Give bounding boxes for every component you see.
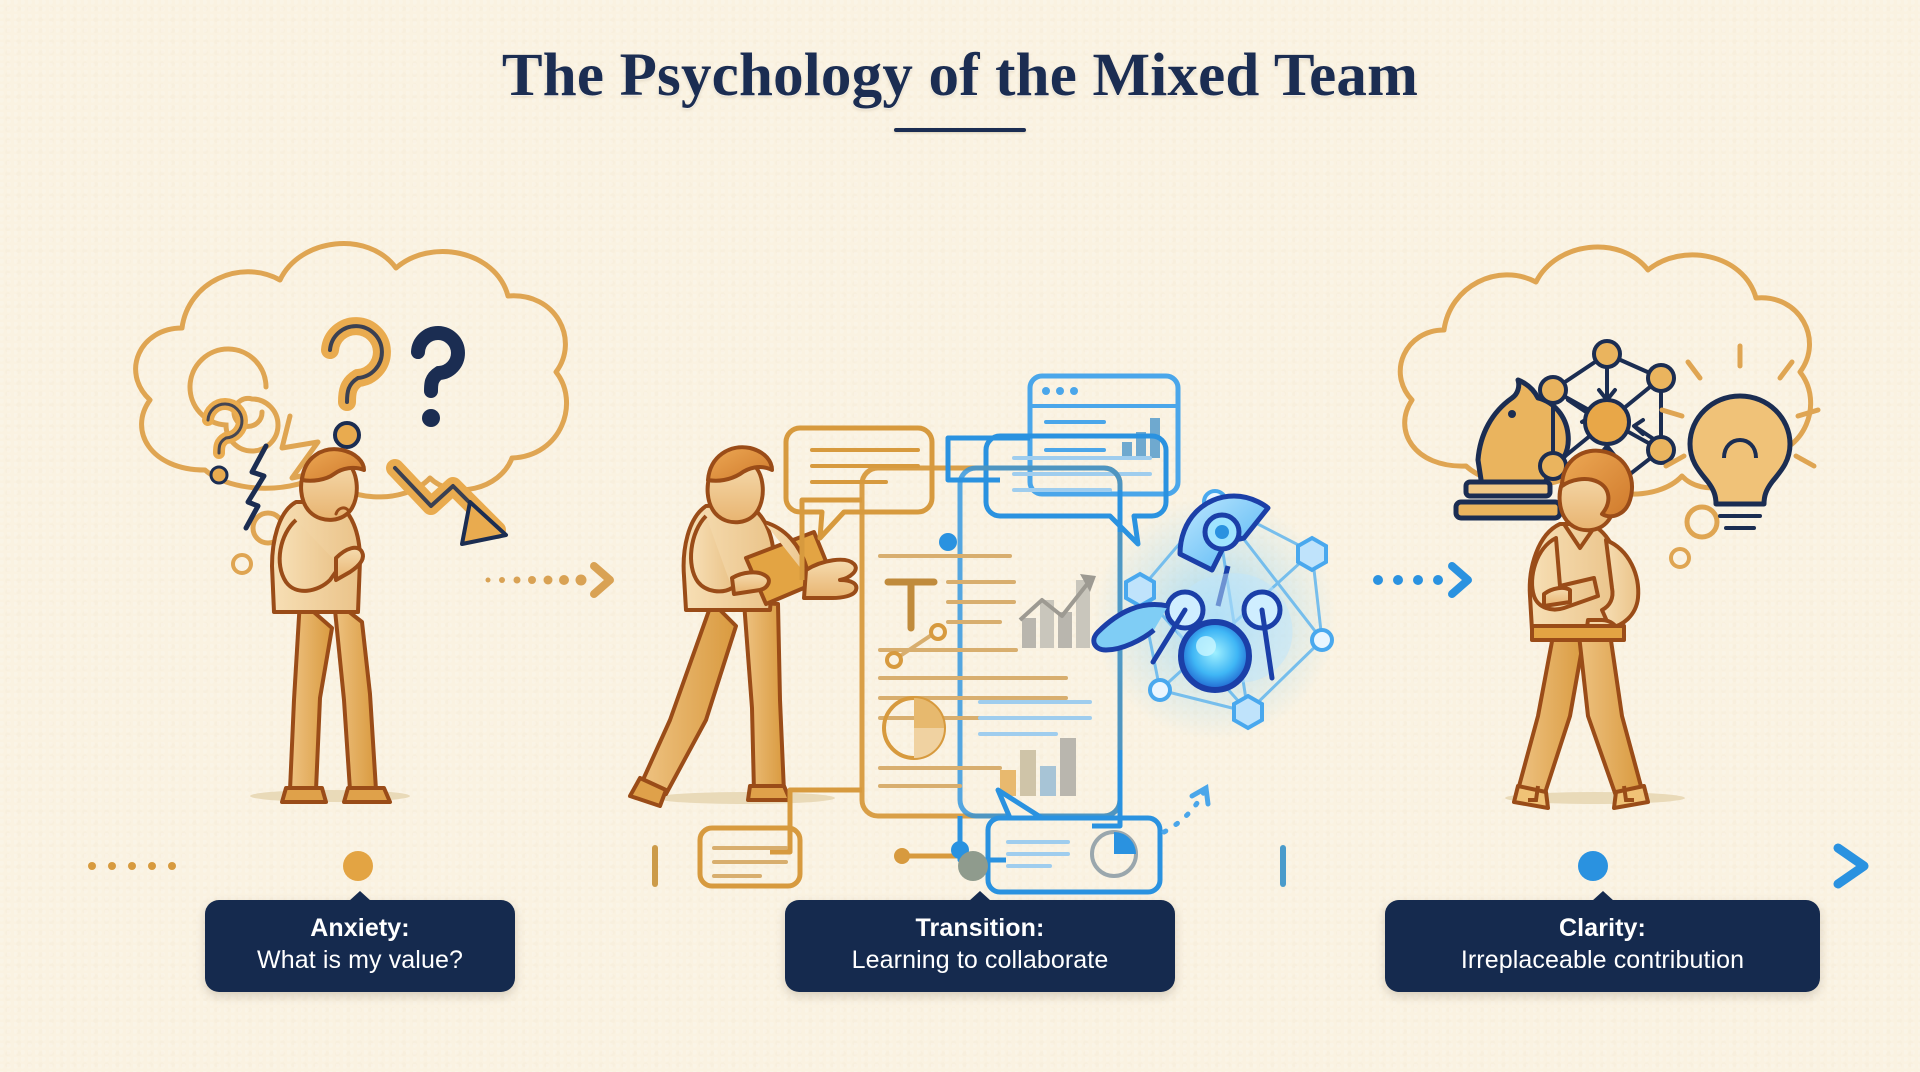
connector-arrow-2 [1373, 562, 1472, 598]
figure-presenting-man [628, 445, 859, 808]
bar-chart-icon [1000, 738, 1076, 796]
stage-label-title: Clarity: [1559, 914, 1646, 942]
timeline-marker-transition[interactable] [958, 851, 988, 881]
light-rays-icon [1659, 343, 1821, 469]
stage-label-anxiety[interactable]: Anxiety: What is my value? [205, 891, 515, 992]
timeline-arrow-icon [1833, 843, 1869, 889]
node-dot [939, 533, 957, 551]
stage-label-subtitle: Irreplaceable contribution [1460, 945, 1745, 974]
robot-network-cluster [1091, 489, 1337, 740]
question-mark-icon [202, 398, 248, 485]
pie-chart-icon [1090, 830, 1138, 878]
figure-thinking-man [250, 447, 410, 804]
timeline-lead-dots [88, 862, 176, 870]
stage-label-title: Anxiety: [310, 914, 410, 942]
page-title: The Psychology of the Mixed Team [501, 42, 1419, 109]
robot-icon [1091, 493, 1293, 693]
line-chart-icon [885, 623, 947, 669]
dotted-arrow-icon [1161, 783, 1211, 835]
question-mark-icon [411, 326, 465, 427]
bar-chart-icon [1018, 574, 1096, 648]
stage-label-subtitle: What is my value? [257, 945, 463, 974]
lightning-bolt-icon [243, 443, 269, 531]
timeline [0, 830, 1920, 900]
speech-bubble-icon [783, 425, 935, 541]
text-icon [884, 578, 938, 632]
thought-bubble-clarity [1397, 244, 1821, 569]
timeline-marker-clarity[interactable] [1578, 851, 1608, 881]
stage-label-subtitle: Learning to collaborate [851, 945, 1109, 974]
connector-arrow-1 [485, 562, 614, 598]
stage-label-transition[interactable]: Transition: Learning to collaborate [785, 891, 1175, 992]
stage-label-clarity[interactable]: Clarity: Irreplaceable contribution [1385, 891, 1820, 992]
illustration-scene [0, 150, 1920, 895]
node-dot [894, 848, 910, 864]
timeline-svg [88, 843, 1869, 889]
stage-labels: Anxiety: What is my value? Transition: L… [0, 891, 1920, 1030]
title-block: The Psychology of the Mixed Team [0, 42, 1920, 133]
lightbulb-icon [1659, 343, 1821, 530]
downward-trend-arrow-icon [386, 459, 508, 546]
figure-confident-woman [1505, 448, 1685, 810]
document-panel-icon [859, 465, 1123, 819]
title-underline [894, 128, 1026, 133]
pie-chart-icon [882, 696, 946, 760]
stage-label-title: Transition: [915, 914, 1045, 942]
illustration-svg [133, 241, 1821, 895]
timeline-marker-anxiety[interactable] [343, 851, 373, 881]
question-mark-icon [321, 317, 391, 449]
thought-bubble-anxiety [133, 241, 570, 575]
